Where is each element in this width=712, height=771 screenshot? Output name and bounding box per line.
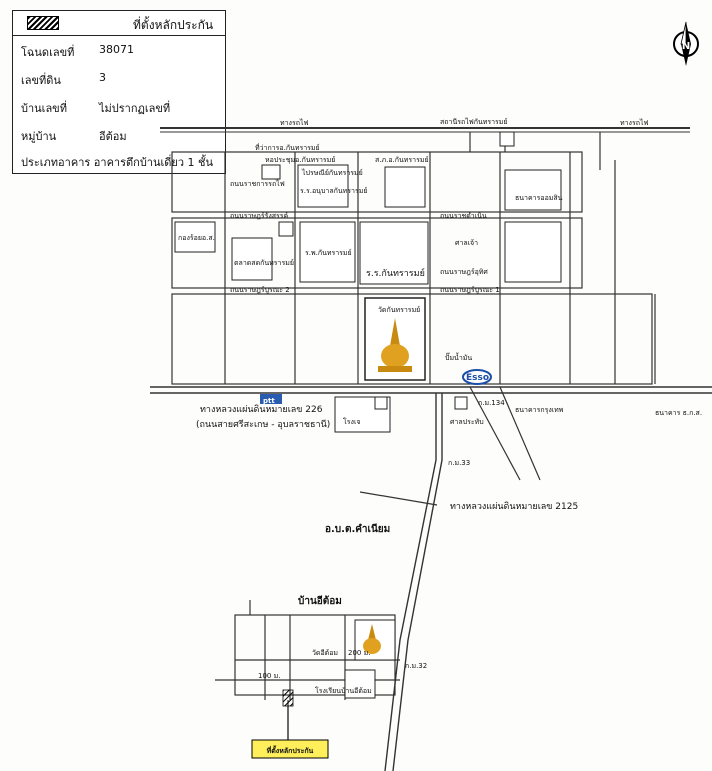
place-hospital: ร.พ.กันทรารมย์ [305, 249, 352, 257]
place-shrine: ศาลเจ้า [455, 239, 478, 247]
place-baac: ธนาคาร ธ.ก.ส. [655, 409, 702, 417]
land-number-value: 3 [99, 71, 106, 84]
village-streets [215, 600, 400, 740]
highway-226 [150, 386, 712, 394]
hatched-legend-swatch [27, 16, 59, 30]
village-value: อีต้อม [99, 130, 127, 143]
street-ratchadamnoen: ถนนราชดำเนิน [440, 212, 487, 220]
dist-100-label: 100 ม. [258, 672, 280, 680]
info-title: ที่ตั้งหลักประกัน [133, 18, 214, 32]
deed-row: โฉนดเลขที่ 38071 [13, 39, 225, 61]
village-label: บ้านอีต้อม [298, 595, 342, 607]
street-ratsadon-uthit: ถนนราษฎร์อุทิศ [440, 268, 488, 276]
place-jossh-house: โรงเจ [343, 417, 360, 426]
street-ratsadon-burana-1: ถนนราษฎร์บูรณะ 1 [440, 286, 500, 294]
town-temple-label: วัดกันทรารมย์ [378, 306, 420, 314]
railway-label-right: ทางรถไฟ [620, 118, 648, 127]
dist-200-label: 200 ม. [348, 649, 370, 657]
collateral-label: ที่ตั้งหลักประกัน [266, 744, 313, 755]
place-ranger: กองร้อยอ.ส. [178, 234, 215, 242]
railway-label-left: ทางรถไฟ [280, 118, 308, 127]
house-number-row: บ้านเลขที่ ไม่ปรากฏเลขที่ [13, 95, 225, 117]
deed-value: 38071 [99, 43, 134, 56]
highway-2125 [359, 393, 443, 771]
village-temple-icon [363, 624, 381, 654]
village-row: หมู่บ้าน อีต้อม [13, 123, 225, 145]
hwy-2125-name: ทางหลวงแผ่นดินหมายเลข 2125 [450, 501, 578, 512]
land-number-label: เลขที่ดิน [21, 74, 61, 87]
station-label: สถานีรถไฟกันทรารมย์ [440, 117, 508, 126]
north-arrow-icon: N [673, 21, 699, 66]
street-ratsadon-burana-2: ถนนราษฎร์บูรณะ 2 [230, 286, 290, 294]
info-header: ที่ตั้งหลักประกัน [13, 11, 225, 36]
esso-logo [462, 369, 492, 385]
collateral-marker [251, 689, 329, 759]
land-number-row: เลขที่ดิน 3 [13, 67, 225, 89]
village-label: หมู่บ้าน [21, 130, 57, 143]
house-number-value: ไม่ปรากฏเลขที่ [99, 102, 171, 115]
place-police: ส.ภ.อ.กันทรารมย์ [375, 156, 429, 164]
ptt-text: ptt [263, 397, 275, 405]
street-railway-road: ถนนราชการรถไฟ [230, 179, 285, 188]
buildings [174, 131, 562, 699]
street-ratsadon-rangsan: ถนนราษฎร์รังสรรค์ [230, 212, 289, 220]
hwy-226-route: (ถนนสายศรีสะเกษ - อุบลราชธานี) [196, 419, 330, 430]
km-134-label: ก.ม.134 [478, 399, 505, 407]
railway [160, 127, 690, 133]
house-number-label: บ้านเลขที่ [21, 102, 67, 115]
town-temple-icon [364, 297, 426, 381]
place-market: ตลาดสดกันทรารมย์ [234, 259, 294, 267]
esso-text: Esso [466, 373, 489, 383]
village-school-label: โรงเรียนบ้านอีต้อม [315, 686, 372, 695]
place-savings-bank: ธนาคารออมสิน [515, 194, 563, 202]
place-hall: หอประชุมอ.กันทรารมย์ [265, 156, 335, 164]
collateral-info-table: ที่ตั้งหลักประกัน โฉนดเลขที่ 38071 เลขที… [12, 10, 226, 174]
place-district-office: ที่ว่าการอ.กันทรารมย์ [255, 143, 320, 152]
place-kindergarten: ร.ร.อนุบาลกันทรารมย์ [300, 187, 367, 195]
deed-label: โฉนดเลขที่ [21, 46, 75, 59]
hwy-226-name: ทางหลวงแผ่นดินหมายเลข 226 [200, 404, 323, 415]
building-type-text: ประเภทอาคาร อาคารตึกบ้านเดี่ยว 1 ชั้น [21, 156, 213, 169]
ptt-logo-bg [260, 394, 282, 404]
town-streets [171, 132, 656, 385]
village-temple-label: วัดอีต้อม [312, 649, 338, 657]
place-gas-station: ปั๊มน้ำมัน [445, 351, 472, 362]
north-letter: N [682, 41, 690, 52]
building-type-row: ประเภทอาคาร อาคารตึกบ้านเดี่ยว 1 ชั้น [13, 149, 225, 171]
place-post: ไปรษณีย์กันทรารมย์ [301, 168, 363, 177]
place-bangkok-bank: ธนาคารกรุงเทพ [515, 406, 564, 414]
km-32-label: ก.ม.32 [405, 662, 427, 670]
km-33-label: ก.ม.33 [448, 459, 470, 467]
place-town-school: ร.ร.กันทรารมย์ [366, 267, 425, 279]
district-office-label: อ.บ.ต.คำเนียม [325, 523, 390, 535]
place-shrine-2: ศาลประทับ [450, 418, 484, 426]
